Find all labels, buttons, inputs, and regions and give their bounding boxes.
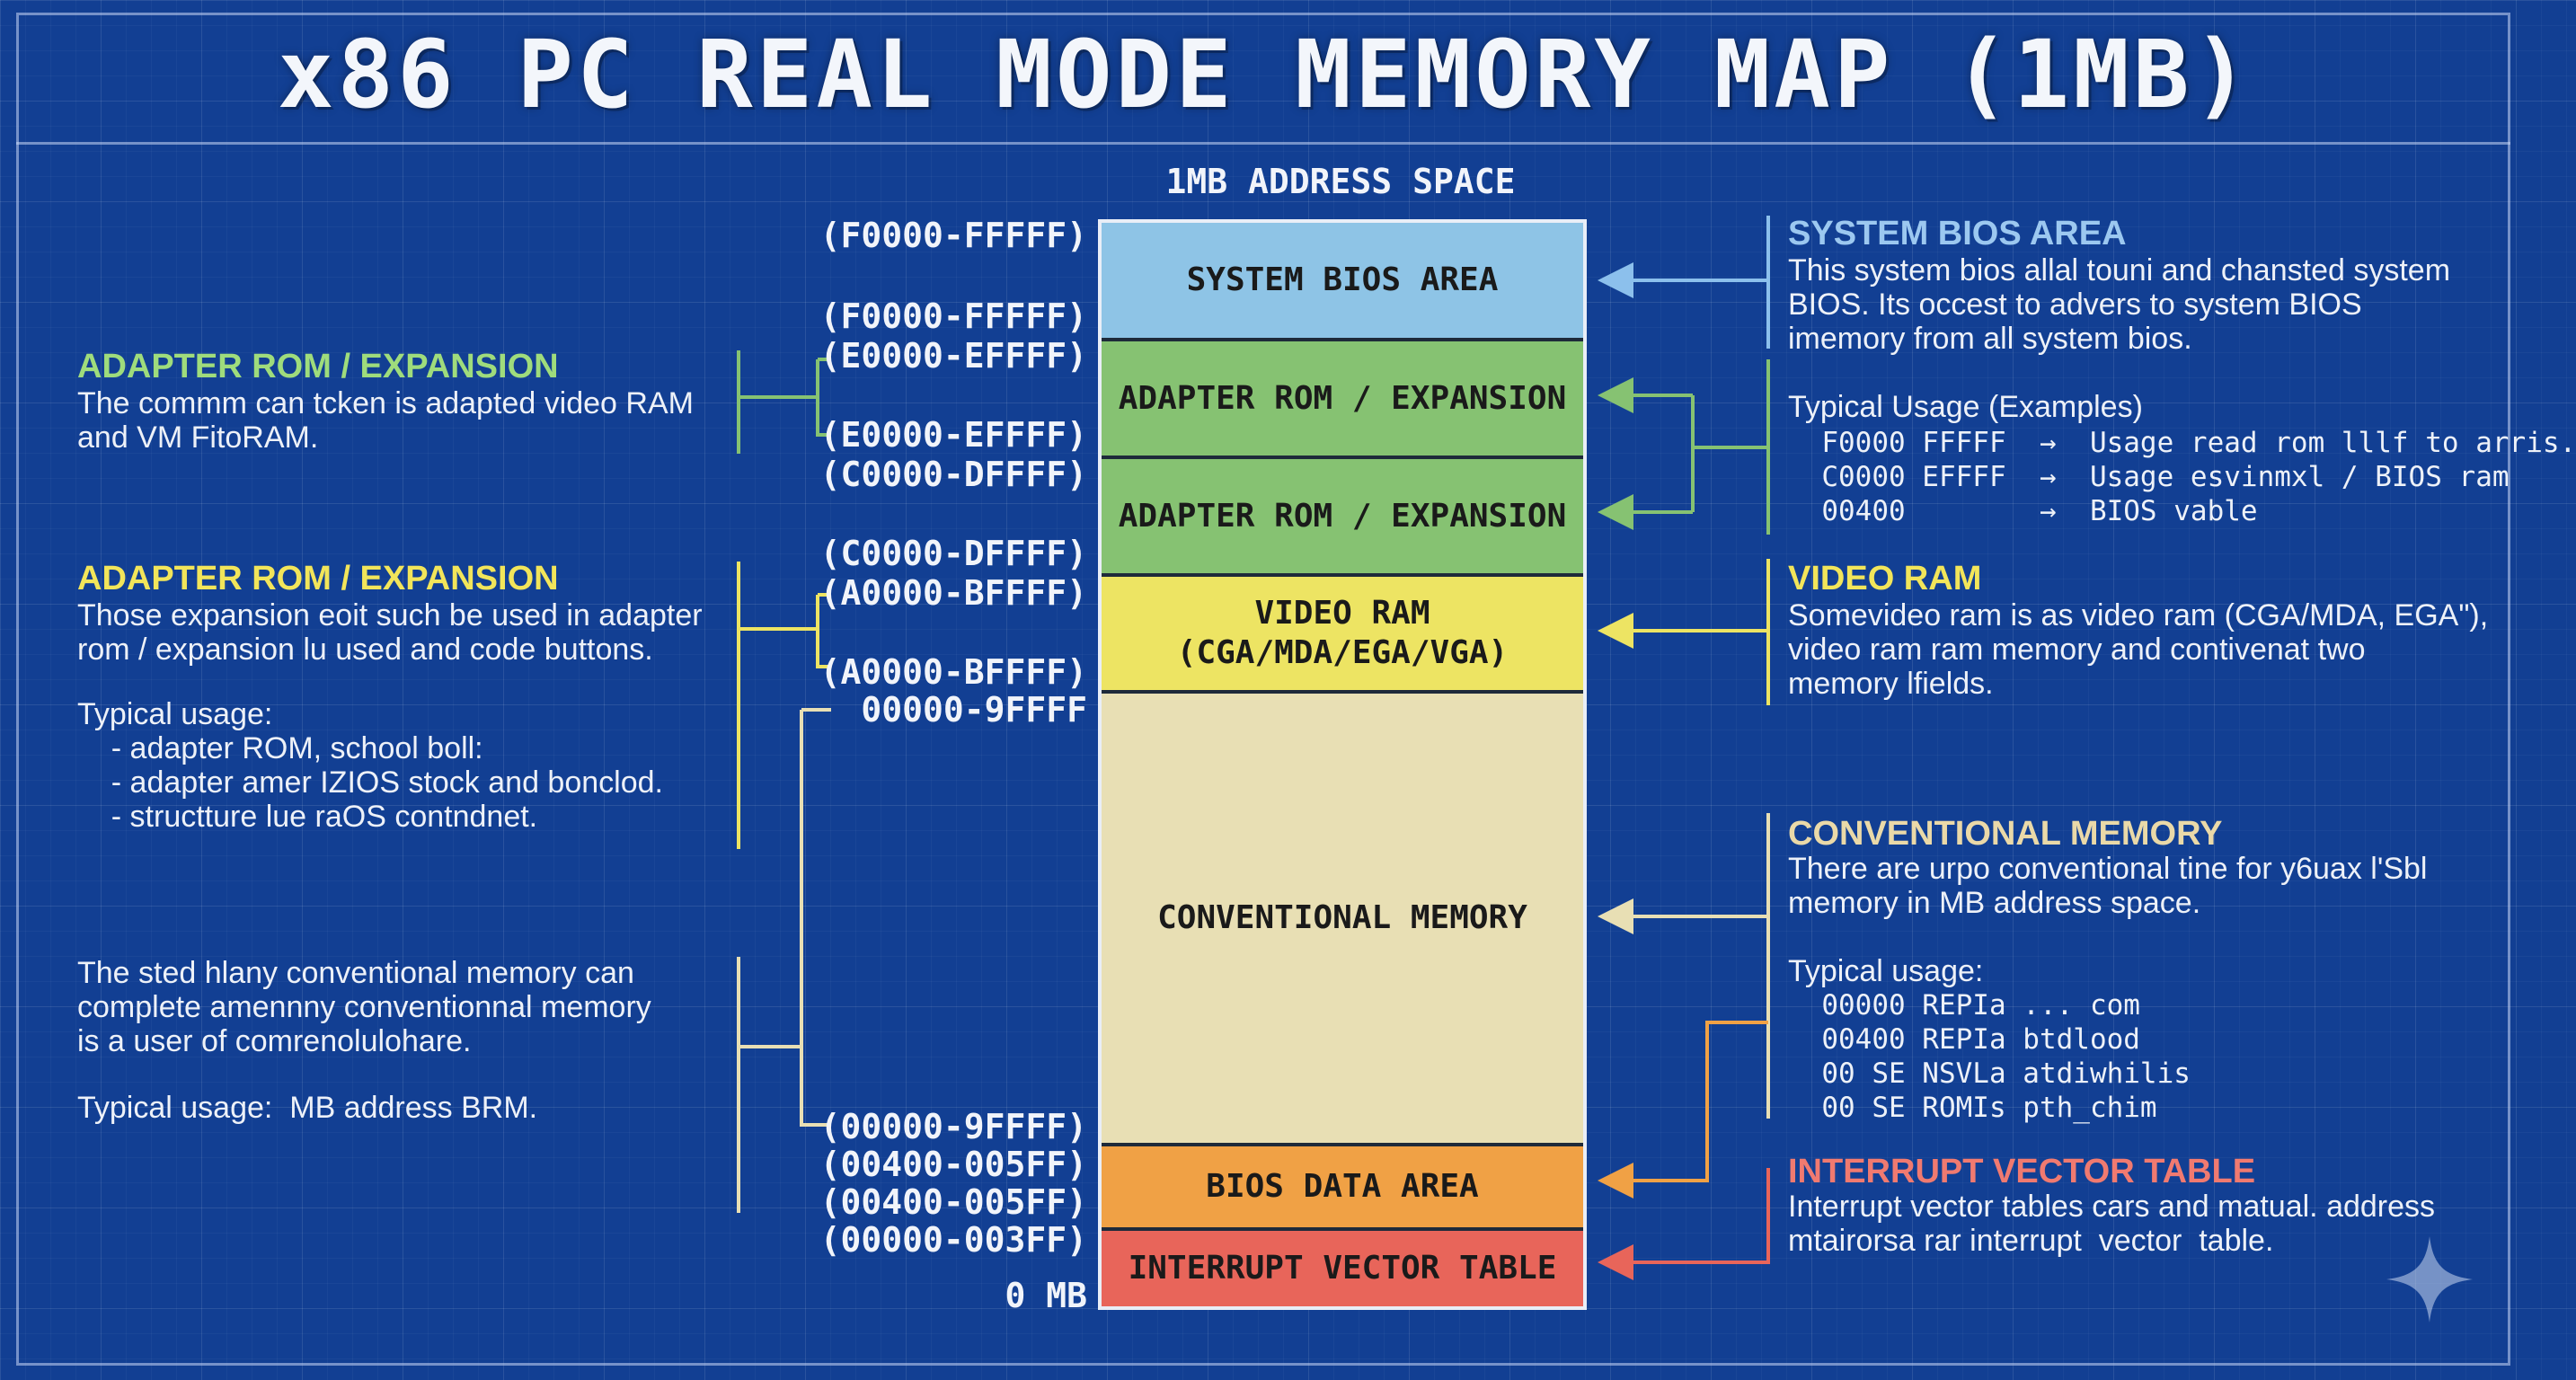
right-arrow-video-ram bbox=[1598, 559, 1770, 705]
left-bracket-conventional bbox=[737, 708, 831, 1213]
address-label: (00000-9FFFF) bbox=[819, 1107, 1087, 1146]
page-title: x86 PC REAL MODE MEMORY MAP (1MB) bbox=[277, 20, 2253, 129]
block-adapter-rom-2: ADAPTER ROM / EXPANSION bbox=[1102, 459, 1583, 577]
right-arrow-bios-data bbox=[1598, 1021, 1768, 1199]
right-arrow-ivt bbox=[1598, 1168, 1770, 1280]
address-label: (00400-005FF) bbox=[819, 1145, 1087, 1184]
left-note-adapter-rom-2-body: Those expansion eoit such be used in ada… bbox=[77, 598, 703, 667]
address-label: 00000-9FFFF bbox=[861, 690, 1087, 730]
address-label: (00000-003FF) bbox=[819, 1220, 1087, 1260]
right-note-typical-usage-title: Typical Usage (Examples) bbox=[1788, 390, 2143, 424]
address-label: (F0000-FFFFF) bbox=[819, 216, 1087, 255]
right-note-system-bios-title: SYSTEM BIOS AREA bbox=[1788, 215, 2127, 252]
left-note-adapter-rom-2-usage-items: - adapter ROM, school boll: - adapter am… bbox=[111, 731, 663, 834]
left-note-adapter-rom-1-title: ADAPTER ROM / EXPANSION bbox=[77, 348, 559, 385]
left-note-conventional-body: The sted hlany conventional memory can c… bbox=[77, 956, 651, 1058]
address-label: (E0000-EFFFF) bbox=[819, 415, 1087, 455]
right-note-conventional-usage-rows: 00000 REPIa ... com 00400 REPIa btdlood … bbox=[1821, 989, 2191, 1124]
address-label: (E0000-EFFFF) bbox=[819, 336, 1087, 376]
address-space-label: 1MB ADDRESS SPACE bbox=[1165, 162, 1516, 201]
address-label: (C0000-DFFFF) bbox=[819, 455, 1087, 494]
left-note-conventional-usage: Typical usage: MB address BRM. bbox=[77, 1091, 538, 1125]
address-label: (A0000-BFFFF) bbox=[819, 652, 1087, 692]
right-note-ivt-title: INTERRUPT VECTOR TABLE bbox=[1788, 1153, 2256, 1190]
left-note-adapter-rom-1-body: The commm can tcken is adapted video RAM… bbox=[77, 386, 694, 455]
block-conventional-memory: CONVENTIONAL MEMORY bbox=[1102, 694, 1583, 1146]
right-note-system-bios-body: This system bios allal touni and chanste… bbox=[1788, 253, 2451, 356]
left-note-adapter-rom-2-title: ADAPTER ROM / EXPANSION bbox=[77, 560, 559, 597]
right-note-conventional-body: There are urpo conventional tine for y6u… bbox=[1788, 852, 2428, 920]
right-note-conventional-title: CONVENTIONAL MEMORY bbox=[1788, 815, 2223, 853]
zero-mb-label: 0 MB bbox=[1005, 1276, 1087, 1315]
right-note-video-ram-title: VIDEO RAM bbox=[1788, 560, 1982, 597]
left-bracket-adapter-rom-2 bbox=[737, 562, 828, 849]
outer-frame bbox=[16, 13, 2510, 1366]
right-note-typical-usage-rows: F0000 FFFFF → Usage read rom lllf to arr… bbox=[1821, 427, 2576, 527]
address-label: (A0000-BFFFF) bbox=[819, 573, 1087, 613]
block-interrupt-vector-table: INTERRUPT VECTOR TABLE bbox=[1102, 1231, 1583, 1306]
sparkle-icon bbox=[2386, 1236, 2473, 1322]
title-divider bbox=[16, 142, 2510, 145]
address-label: (C0000-DFFFF) bbox=[819, 534, 1087, 573]
address-label: (00400-005FF) bbox=[819, 1182, 1087, 1222]
left-note-adapter-rom-2-usage-title: Typical usage: bbox=[77, 697, 273, 731]
right-note-ivt-body: Interrupt vector tables cars and matual.… bbox=[1788, 1190, 2436, 1258]
right-note-conventional-usage-title: Typical usage: bbox=[1788, 954, 1984, 988]
memory-map: SYSTEM BIOS AREA ADAPTER ROM / EXPANSION… bbox=[1098, 219, 1587, 1310]
left-bracket-adapter-rom-1 bbox=[737, 350, 828, 454]
block-bios-data-area: BIOS DATA AREA bbox=[1102, 1146, 1583, 1231]
right-arrow-adapter-rom bbox=[1598, 359, 1770, 535]
block-video-ram: VIDEO RAM (CGA/MDA/EGA/VGA) bbox=[1102, 577, 1583, 694]
right-arrow-conventional bbox=[1598, 813, 1770, 1119]
address-label: (F0000-FFFFF) bbox=[819, 296, 1087, 336]
block-adapter-rom-1: ADAPTER ROM / EXPANSION bbox=[1102, 341, 1583, 459]
block-system-bios: SYSTEM BIOS AREA bbox=[1102, 223, 1583, 341]
right-arrow-system-bios bbox=[1598, 216, 1770, 349]
right-note-video-ram-body: Somevideo ram is as video ram (CGA/MDA, … bbox=[1788, 598, 2489, 701]
